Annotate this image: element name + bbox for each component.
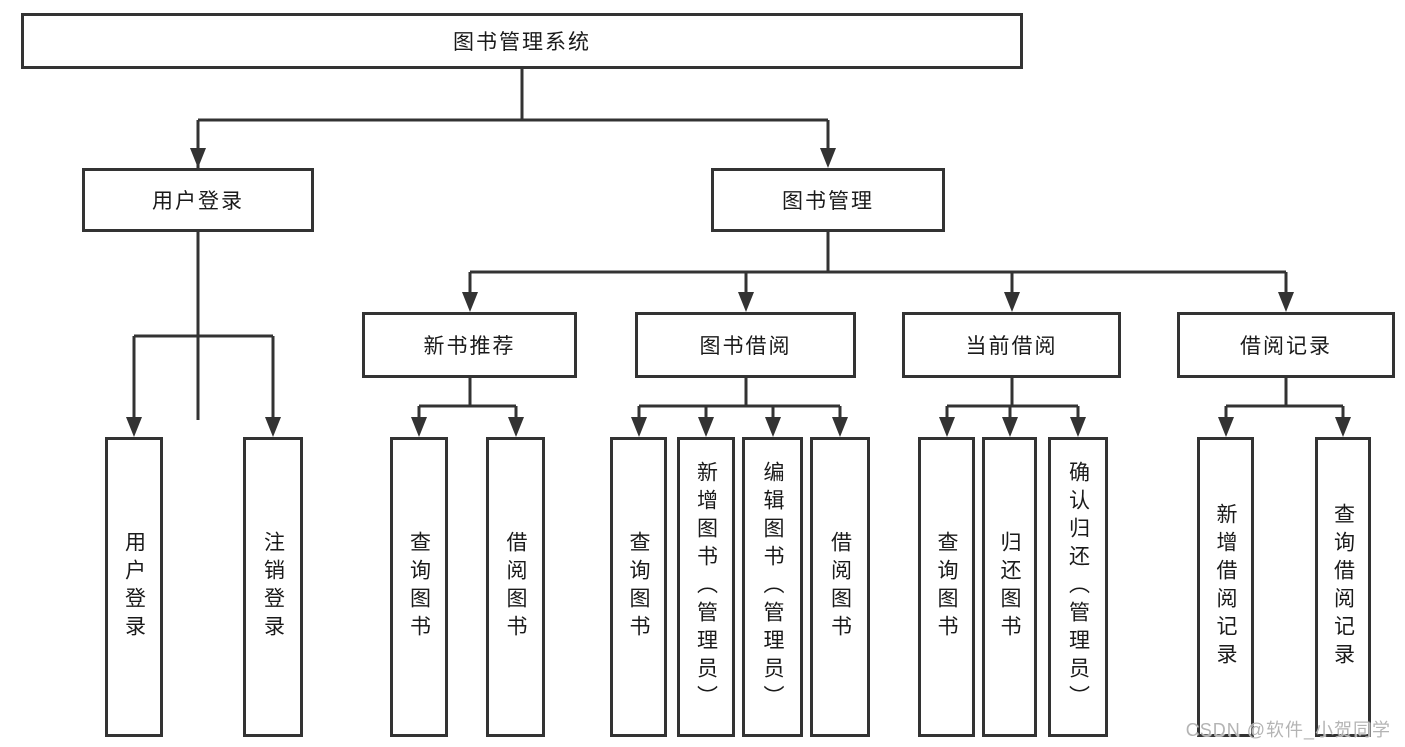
node-label: 图书借阅 [699, 335, 792, 358]
node-label: 编辑图书（管理员） [761, 461, 784, 713]
arrowhead-icon [265, 417, 281, 437]
connector-bookmgmt-to-level3 [468, 232, 1288, 294]
arrowhead-icon [462, 292, 478, 312]
arrowhead-icon [508, 417, 524, 437]
leaf-borrowing-add-books-admin: 新增图书（管理员） [677, 437, 735, 737]
node-label: 借阅记录 [1240, 335, 1332, 358]
leaf-newbook-query-books: 查询图书 [390, 437, 448, 737]
leaf-current-confirm-return-admin: 确认归还（管理员） [1048, 437, 1108, 737]
connector-root-to-level2 [196, 69, 830, 420]
node-current-borrowing: 当前借阅 [902, 312, 1121, 378]
arrowhead-icon [1002, 417, 1018, 437]
arrowhead-icon [631, 417, 647, 437]
arrowhead-icon [1004, 292, 1020, 312]
arrowhead-icon [1070, 417, 1086, 437]
leaf-user-login: 用户登录 [105, 437, 163, 737]
leaf-newbook-borrow-books: 借阅图书 [486, 437, 545, 737]
connector-borrowing-group [637, 378, 842, 419]
node-label: 查询图书 [935, 531, 958, 643]
node-label: 查询图书 [407, 531, 431, 643]
node-label: 用户登录 [122, 531, 146, 643]
node-label: 查询借阅记录 [1331, 503, 1355, 671]
arrowhead-icon [820, 148, 836, 168]
leaf-borrowing-edit-books-admin: 编辑图书（管理员） [742, 437, 803, 737]
node-borrow-records: 借阅记录 [1177, 312, 1395, 378]
arrowhead-icon [738, 292, 754, 312]
leaf-borrowing-borrow-books: 借阅图书 [810, 437, 870, 737]
arrowhead-icon [1278, 292, 1294, 312]
node-label: 新增图书（管理员） [694, 461, 718, 713]
arrowhead-icon [939, 417, 955, 437]
node-label: 新增借阅记录 [1214, 503, 1237, 671]
connector-records-group [1224, 378, 1345, 419]
node-label: 注销登录 [261, 531, 285, 643]
arrowhead-icon [698, 417, 714, 437]
node-label: 当前借阅 [965, 335, 1058, 358]
leaf-current-query-books: 查询图书 [918, 437, 975, 737]
node-label: 图书管理 [782, 190, 874, 213]
node-label: 归还图书 [998, 531, 1021, 643]
connector-userlogin-group [132, 232, 275, 419]
node-user-login: 用户登录 [82, 168, 314, 232]
connector-current-group [945, 378, 1080, 419]
node-label: 借阅图书 [828, 531, 852, 643]
leaf-records-query-record: 查询借阅记录 [1315, 437, 1371, 737]
arrowhead-icon [411, 417, 427, 437]
node-root: 图书管理系统 [21, 13, 1023, 69]
arrowhead-icon [126, 417, 142, 437]
node-book-borrowing: 图书借阅 [635, 312, 856, 378]
leaf-borrowing-query-books: 查询图书 [610, 437, 667, 737]
node-label: 查询图书 [627, 531, 650, 643]
watermark: CSDN @软件_小贺同学 [1185, 720, 1391, 740]
node-label: 用户登录 [152, 190, 244, 213]
node-label: 图书管理系统 [453, 31, 591, 54]
node-label: 新书推荐 [423, 335, 516, 358]
node-label: 确认归还（管理员） [1066, 461, 1090, 713]
leaf-logout: 注销登录 [243, 437, 303, 737]
leaf-records-add-record: 新增借阅记录 [1197, 437, 1254, 737]
arrowhead-icon [190, 148, 206, 168]
arrowhead-icon [832, 417, 848, 437]
connector-newbook-group [417, 378, 518, 419]
arrowhead-icon [1335, 417, 1351, 437]
arrowhead-icon [1218, 417, 1234, 437]
node-label: 借阅图书 [504, 531, 527, 643]
node-book-management: 图书管理 [711, 168, 945, 232]
arrowhead-icon [765, 417, 781, 437]
node-new-book-recommend: 新书推荐 [362, 312, 577, 378]
leaf-current-return-books: 归还图书 [982, 437, 1037, 737]
